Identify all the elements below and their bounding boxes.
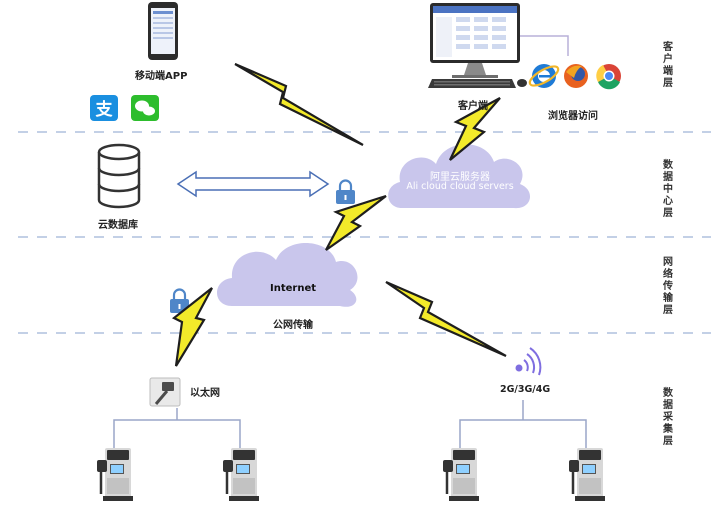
aliyun-server-en-label: Ali cloud cloud servers: [406, 181, 514, 192]
layer-label-data-center: 数据中心层: [663, 160, 673, 219]
double-arrow: [176, 170, 330, 198]
mobile-phone-icon: [148, 2, 178, 60]
charger-icon: [97, 448, 133, 501]
layer-label-network: 网络传输层: [663, 257, 673, 316]
chrome-browser-icon: [596, 64, 621, 90]
svg-text:支: 支: [96, 99, 114, 120]
client-label: 客户端: [458, 101, 488, 112]
mouse-icon: [517, 79, 527, 87]
firefox-browser-icon: [564, 64, 588, 88]
wechat-icon: [131, 95, 159, 121]
charger-icon: [223, 448, 259, 501]
charger-icon: [443, 448, 479, 501]
mobile-app-label: 移动端APP: [135, 71, 188, 82]
layer-label-client: 客户端层: [663, 42, 673, 89]
browser-connector: [520, 35, 569, 56]
public-network-label: 公网传输: [273, 320, 313, 331]
layer-separators: [18, 131, 711, 334]
charger-wiring: [113, 400, 587, 452]
keyboard-icon: [428, 79, 516, 88]
database-icon: [97, 143, 141, 209]
lightning-icon: [171, 287, 213, 367]
lightning-icon: [449, 97, 501, 161]
lock-icon: [336, 179, 355, 204]
internet-cloud-shape: [217, 242, 358, 307]
layer-label-collection: 数据采集层: [663, 388, 673, 447]
lightning-icon: [385, 280, 507, 358]
aliyun-cloud-shape: [388, 144, 531, 209]
browser-access-label: 浏览器访问: [548, 111, 598, 122]
wireless-signal-icon: [515, 347, 542, 376]
ethernet-plug-icon: [149, 377, 181, 407]
ie-browser-icon: [528, 64, 560, 88]
aliyun-server-label: 阿里云服务器: [430, 172, 490, 183]
mobile-network-label: 2G/3G/4G: [500, 384, 551, 395]
cloud-database-label: 云数据库: [98, 220, 138, 231]
lightning-icon: [325, 194, 387, 251]
internet-label: Internet: [270, 283, 317, 294]
ethernet-label: 以太网: [190, 388, 220, 399]
charger-icon: [569, 448, 605, 501]
lightning-icon: [234, 62, 364, 146]
alipay-icon: 支: [90, 95, 118, 121]
desktop-monitor-icon: [430, 3, 520, 78]
